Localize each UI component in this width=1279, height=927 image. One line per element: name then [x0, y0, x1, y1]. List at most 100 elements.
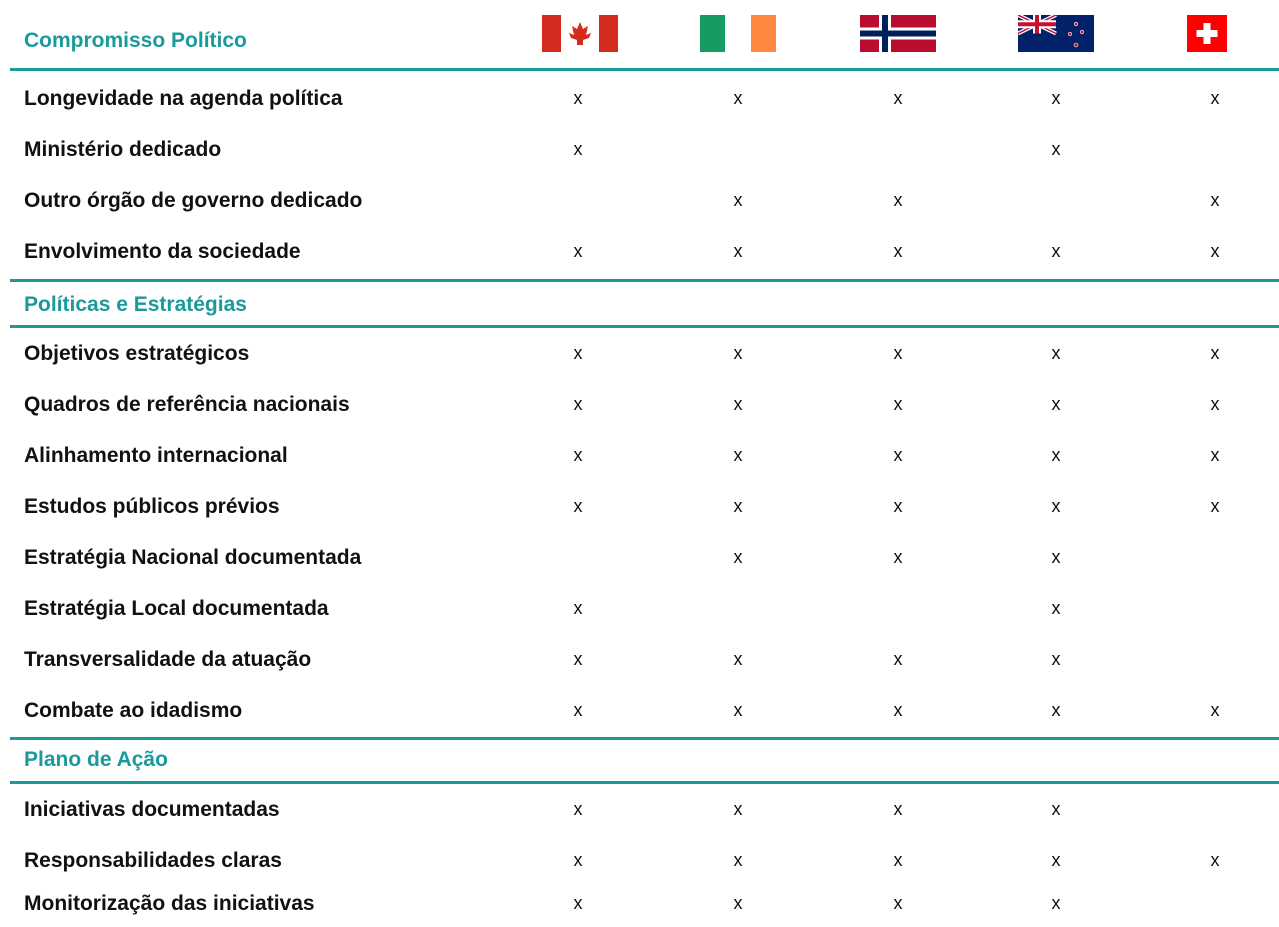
check-mark: x	[573, 343, 583, 363]
section-divider	[10, 279, 1279, 282]
check-mark: x	[733, 700, 743, 720]
table-row: Alinhamento internacional x x x x x	[0, 430, 1279, 481]
row-label: Estratégia Nacional documentada	[24, 546, 362, 569]
check-mark: x	[1210, 394, 1220, 414]
check-mark: x	[1051, 88, 1061, 108]
check-mark: x	[573, 241, 583, 261]
table-row: Outro órgão de governo dedicado x x x	[0, 175, 1279, 226]
check-mark: x	[1051, 445, 1061, 465]
row-label: Responsabilidades claras	[24, 849, 282, 872]
check-mark: x	[573, 139, 583, 159]
check-mark: x	[893, 547, 903, 567]
section-header-plano: Plano de Ação	[0, 737, 1279, 783]
check-mark	[1195, 583, 1235, 634]
check-mark: x	[1051, 394, 1061, 414]
check-mark: x	[733, 88, 743, 108]
check-mark	[878, 583, 918, 634]
table-row: Responsabilidades claras x x x x x	[0, 835, 1279, 886]
section-divider	[10, 68, 1279, 71]
check-mark: x	[573, 649, 583, 669]
row-label: Iniciativas documentadas	[24, 798, 280, 821]
check-mark: x	[1051, 850, 1061, 870]
row-label: Longevidade na agenda política	[24, 87, 343, 110]
check-mark	[1195, 124, 1235, 175]
section-divider	[10, 781, 1279, 784]
section-title: Compromisso Político	[24, 29, 247, 52]
section-header-compromisso: Compromisso Político	[0, 18, 1279, 64]
table-row: Objetivos estratégicos x x x x x	[0, 328, 1279, 379]
check-mark: x	[1051, 700, 1061, 720]
check-mark: x	[893, 394, 903, 414]
row-label: Ministério dedicado	[24, 138, 222, 161]
row-label: Envolvimento da sociedade	[24, 240, 301, 263]
row-label: Transversalidade da atuação	[24, 648, 312, 671]
check-mark: x	[893, 700, 903, 720]
check-mark: x	[893, 241, 903, 261]
check-mark: x	[1051, 343, 1061, 363]
check-mark	[1195, 784, 1235, 835]
check-mark	[1195, 532, 1235, 583]
check-mark: x	[733, 893, 743, 913]
check-mark: x	[573, 893, 583, 913]
table-row: Envolvimento da sociedade x x x x x	[0, 226, 1279, 277]
norway-flag-icon	[860, 15, 936, 52]
row-label: Estudos públicos prévios	[24, 495, 280, 518]
check-mark: x	[573, 394, 583, 414]
check-mark: x	[1051, 799, 1061, 819]
check-mark: x	[1210, 850, 1220, 870]
check-mark: x	[573, 799, 583, 819]
table-row: Combate ao idadismo x x x x x	[0, 685, 1279, 736]
check-mark	[1036, 175, 1076, 226]
check-mark: x	[573, 700, 583, 720]
check-mark: x	[573, 88, 583, 108]
check-mark: x	[733, 547, 743, 567]
check-mark: x	[1210, 190, 1220, 210]
section-title: Plano de Ação	[24, 748, 168, 771]
check-mark	[1195, 634, 1235, 685]
row-label: Objetivos estratégicos	[24, 342, 250, 365]
table-row: Estratégia Local documentada x x	[0, 583, 1279, 634]
check-mark: x	[733, 496, 743, 516]
check-mark: x	[1210, 496, 1220, 516]
switzerland-flag-icon	[1187, 15, 1227, 52]
section-title: Políticas e Estratégias	[24, 293, 247, 316]
check-mark: x	[1051, 598, 1061, 618]
check-mark: x	[1210, 88, 1220, 108]
check-mark: x	[893, 445, 903, 465]
check-mark	[718, 583, 758, 634]
section-divider	[10, 325, 1279, 328]
check-mark: x	[733, 649, 743, 669]
check-mark	[558, 532, 598, 583]
check-mark: x	[893, 893, 903, 913]
check-mark: x	[893, 850, 903, 870]
check-mark: x	[1051, 139, 1061, 159]
canada-flag-icon	[542, 15, 618, 52]
table-row: Estratégia Nacional documentada x x x	[0, 532, 1279, 583]
row-label: Alinhamento internacional	[24, 444, 288, 467]
table-row: Quadros de referência nacionais x x x x …	[0, 379, 1279, 430]
table-row: Estudos públicos prévios x x x x x	[0, 481, 1279, 532]
check-mark: x	[893, 88, 903, 108]
table-row: Longevidade na agenda política x x x x x	[0, 73, 1279, 124]
new-zealand-flag-icon	[1018, 15, 1094, 52]
check-mark: x	[733, 241, 743, 261]
check-mark: x	[733, 850, 743, 870]
table-row: Iniciativas documentadas x x x x	[0, 784, 1279, 835]
check-mark: x	[893, 496, 903, 516]
check-mark: x	[1210, 700, 1220, 720]
check-mark: x	[573, 598, 583, 618]
check-mark: x	[733, 799, 743, 819]
row-label: Monitorização das iniciativas	[24, 892, 315, 915]
check-mark: x	[1051, 893, 1061, 913]
ireland-flag-icon	[700, 15, 776, 52]
check-mark	[718, 124, 758, 175]
check-mark: x	[1210, 343, 1220, 363]
row-label: Estratégia Local documentada	[24, 597, 329, 620]
check-mark: x	[573, 445, 583, 465]
check-mark: x	[1051, 547, 1061, 567]
check-mark: x	[733, 445, 743, 465]
check-mark: x	[733, 394, 743, 414]
check-mark	[1195, 880, 1235, 927]
check-mark: x	[1210, 241, 1220, 261]
check-mark: x	[573, 850, 583, 870]
